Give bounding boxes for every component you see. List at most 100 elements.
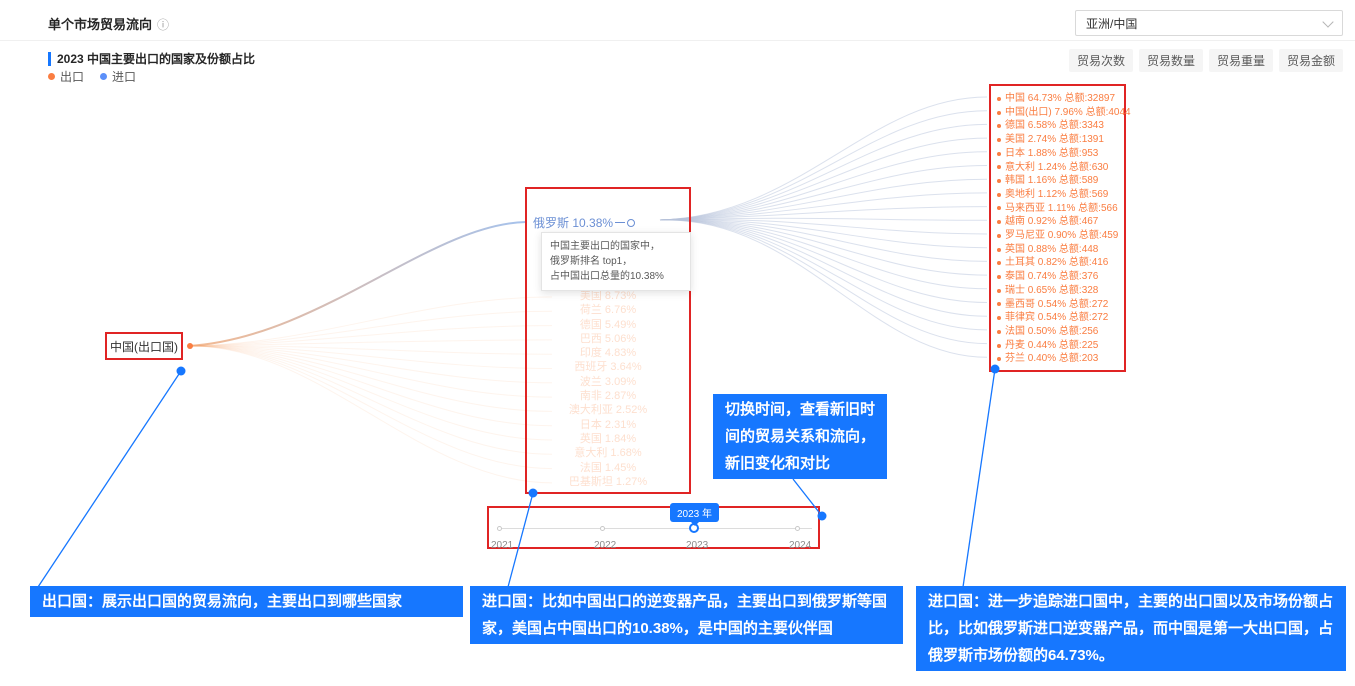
partner-item[interactable]: 韩国 1.16% 总额:589 [997,174,1131,188]
annotation-import-country: 进口国：比如中国出口的逆变器产品，主要出口到俄罗斯等国家，美国占中国出口的10.… [470,586,903,644]
partner-item[interactable]: 丹麦 0.44% 总额:225 [997,339,1131,353]
time-slider: 2023 年 2021 2022 2023 2024 [487,503,820,551]
partner-item[interactable]: 中国(出口) 7.96% 总额:4044 [997,106,1131,120]
legend: 出口 进口 [48,68,136,85]
flow-curve [187,325,553,347]
flow-curve [187,345,553,355]
export-country-label: 中国(出口国) [110,339,178,354]
export-dot-icon [997,124,1001,129]
partner-item[interactable]: 土耳其 0.82% 总额:416 [997,256,1131,270]
partner-item[interactable]: 意大利 1.24% 总额:630 [997,161,1131,175]
flow-curve [659,219,988,290]
export-dot-icon [997,165,1001,170]
partner-item[interactable]: 中国 64.73% 总额:32897 [997,92,1131,106]
tooltip-line: 俄罗斯排名 top1， [550,256,633,267]
chevron-down-icon [1322,15,1334,28]
slider-tick[interactable] [600,526,605,531]
faded-importer-item[interactable]: 美国 8.73% [579,290,637,302]
tab-metric-1[interactable]: 贸易数量 [1138,49,1203,72]
export-country-node[interactable]: 中国(出口国) [105,332,183,360]
partner-item[interactable]: 墨西哥 0.54% 总额:272 [997,298,1131,312]
tab-metric-0[interactable]: 贸易次数 [1068,49,1133,72]
faded-importer-item[interactable]: 法国 1.45% [579,461,637,474]
slider-tick[interactable] [497,526,502,531]
info-icon[interactable]: ⓘ [157,18,170,32]
faded-importer-item[interactable]: 南非 2.87% [579,390,637,403]
flow-curve [659,206,988,221]
legend-export[interactable]: 出口 [48,68,84,85]
flow-curve [187,339,553,347]
export-dot-icon [997,288,1001,293]
flow-curve [659,110,988,221]
year-label-2021[interactable]: 2021 [491,540,514,551]
partner-item-label: 中国(出口) 7.96% 总额:4044 [1005,106,1131,118]
partner-item[interactable]: 瑞士 0.65% 总额:328 [997,284,1131,298]
annotation-partner-tracking: 进口国：进一步追踪进口国中，主要的出口国以及市场份额占比，比如俄罗斯进口逆变器产… [916,586,1346,671]
partner-item-label: 越南 0.92% 总额:467 [1005,216,1099,228]
export-dot-icon [997,233,1001,238]
partner-item[interactable]: 奥地利 1.12% 总额:569 [997,188,1131,202]
partner-item-label: 泰国 0.74% 总额:376 [1005,271,1099,283]
partner-item[interactable]: 美国 2.74% 总额:1391 [997,133,1131,147]
export-dot-icon [997,274,1001,279]
faded-importer-item[interactable]: 巴西 5.06% [579,332,637,345]
faded-importer-item[interactable]: 日本 2.31% [579,418,637,431]
faded-importer-item[interactable]: 澳大利亚 2.52% [568,404,648,417]
slider-year-tooltip: 2023 年 [670,503,720,526]
legend-import[interactable]: 进口 [100,68,136,85]
partner-item[interactable]: 罗马尼亚 0.90% 总额:459 [997,229,1131,243]
faded-importer-item[interactable]: 西班牙 3.64% [574,361,642,374]
faded-importer-item[interactable]: 意大利 1.68% [574,447,642,460]
flow-curve [659,219,988,262]
flow-curve [659,192,988,221]
export-dot-icon [997,137,1001,142]
partner-item[interactable]: 英国 0.88% 总额:448 [997,243,1131,257]
tab-metric-3[interactable]: 贸易金额 [1278,49,1343,72]
partner-item[interactable]: 德国 6.58% 总额:3343 [997,119,1131,133]
importer-column-highlight: 俄罗斯 10.38% 中国主要出口的国家中， 俄罗斯排名 top1， 占中国出口… [525,187,691,494]
year-label-2023[interactable]: 2023 [686,540,709,551]
faded-importer-item[interactable]: 荷兰 6.76% [579,304,637,317]
importer-russia[interactable]: 俄罗斯 10.38% [533,214,636,231]
flow-curve [187,221,527,347]
marker-circle-icon [627,218,636,227]
faded-importer-item[interactable]: 印度 4.83% [579,347,637,360]
export-dot-icon [997,302,1001,307]
export-dot-icon [997,192,1001,197]
partner-item-label: 瑞士 0.65% 总额:328 [1005,284,1099,296]
partner-item[interactable]: 菲律宾 0.54% 总额:272 [997,311,1131,325]
faded-importer-item[interactable]: 英国 1.84% [579,432,637,445]
faded-importer-item[interactable]: 波兰 3.09% [579,375,637,388]
partner-item[interactable]: 芬兰 0.40% 总额:203 [997,352,1131,366]
importer-russia-label: 俄罗斯 10.38% [533,216,614,230]
partner-item[interactable]: 泰国 0.74% 总额:376 [997,270,1131,284]
flow-curve [659,178,988,221]
marker-line [615,222,626,223]
flow-curve [659,151,988,221]
region-select[interactable]: 亚洲/中国 [1075,10,1343,36]
partner-item[interactable]: 马来西亚 1.11% 总额:566 [997,202,1131,216]
partner-item-label: 马来西亚 1.11% 总额:566 [1005,202,1118,214]
partner-item-label: 罗马尼亚 0.90% 总额:459 [1005,230,1119,242]
export-dot-icon [997,247,1001,252]
faded-importer-item[interactable]: 德国 5.49% [579,318,637,331]
year-label-2024[interactable]: 2024 [789,540,812,551]
partner-item[interactable]: 法国 0.50% 总额:256 [997,325,1131,339]
partner-item[interactable]: 日本 1.88% 总额:953 [997,147,1131,161]
slider-tick[interactable] [795,526,800,531]
partner-item[interactable]: 越南 0.92% 总额:467 [997,215,1131,229]
export-dot-icon [997,96,1001,101]
tooltip-line: 占中国出口总量的10.38% [550,271,664,282]
partner-item-label: 英国 0.88% 总额:448 [1005,243,1099,255]
year-label-2022[interactable]: 2022 [594,540,617,551]
slider-track[interactable] [497,528,812,529]
faded-importer-item[interactable]: 巴基斯坦 1.27% [568,475,648,488]
partner-item-label: 丹麦 0.44% 总额:225 [1005,339,1099,351]
tab-metric-2[interactable]: 贸易重量 [1208,49,1273,72]
flow-curve [187,345,553,398]
flow-curve [187,296,553,347]
export-dot-icon [997,220,1001,225]
export-dot-icon [997,261,1001,266]
export-dot-icon [997,329,1001,334]
